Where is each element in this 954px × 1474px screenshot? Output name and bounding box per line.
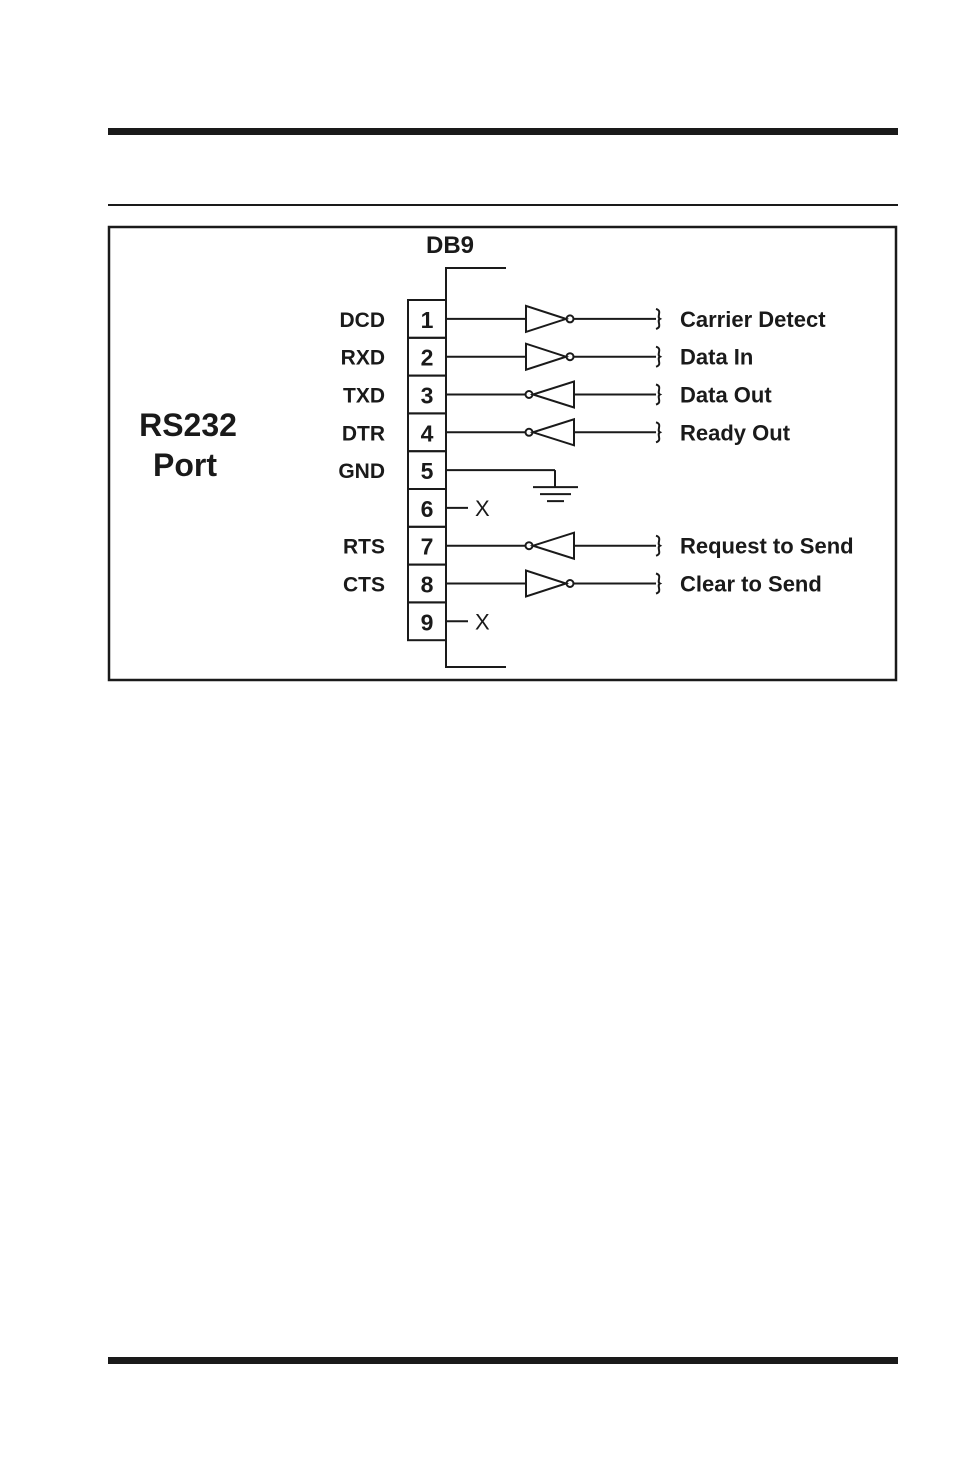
- signal-desc-8: Clear to Send: [680, 572, 822, 597]
- signal-label-gnd: GND: [338, 460, 385, 483]
- signal-label-dcd: DCD: [340, 309, 386, 332]
- signal-desc-4: Ready Out: [680, 420, 791, 445]
- connector-shell: [446, 268, 506, 667]
- signal-desc-3: Data Out: [680, 383, 772, 408]
- pin-number-6: 6: [421, 496, 434, 522]
- buffer-in-8: [526, 571, 566, 597]
- connector-label: DB9: [426, 232, 474, 259]
- pin-number-5: 5: [421, 458, 434, 484]
- port-title-line-1: RS232: [139, 407, 237, 443]
- no-connect-mark-6: X: [475, 496, 490, 521]
- buffer-out-7: [533, 533, 574, 559]
- signal-label-txd: TXD: [343, 385, 385, 408]
- buffer-out-3: [533, 382, 574, 408]
- pin-number-8: 8: [421, 572, 434, 598]
- buffer-in-2: [526, 344, 566, 370]
- line-break-7: [656, 536, 660, 556]
- signal-desc-7: Request to Send: [680, 534, 854, 559]
- pin-number-3: 3: [421, 383, 434, 409]
- pin-rows: 1 DCD Carrier Detect 2 RXD Data In 3 TXD Data Ou…: [338, 300, 853, 640]
- signal-desc-2: Data In: [680, 345, 753, 370]
- pin-number-2: 2: [421, 345, 434, 371]
- pin-number-1: 1: [421, 307, 434, 333]
- line-break-8: [656, 574, 660, 594]
- port-title-line-2: Port: [153, 447, 217, 483]
- signal-desc-1: Carrier Detect: [680, 307, 826, 332]
- no-connect-mark-9: X: [475, 609, 490, 634]
- pin-number-9: 9: [421, 609, 434, 635]
- pin-number-7: 7: [421, 534, 434, 560]
- signal-label-cts: CTS: [343, 574, 385, 597]
- pin-number-4: 4: [421, 420, 434, 446]
- line-break-1: [656, 309, 660, 329]
- signal-label-dtr: DTR: [342, 422, 385, 445]
- figure-frame: [109, 227, 896, 680]
- line-break-3: [656, 385, 660, 405]
- signal-label-rts: RTS: [343, 536, 385, 559]
- buffer-out-4: [533, 419, 574, 445]
- signal-label-rxd: RXD: [341, 347, 385, 370]
- line-break-4: [656, 422, 660, 442]
- buffer-in-1: [526, 306, 566, 332]
- line-break-2: [656, 347, 660, 367]
